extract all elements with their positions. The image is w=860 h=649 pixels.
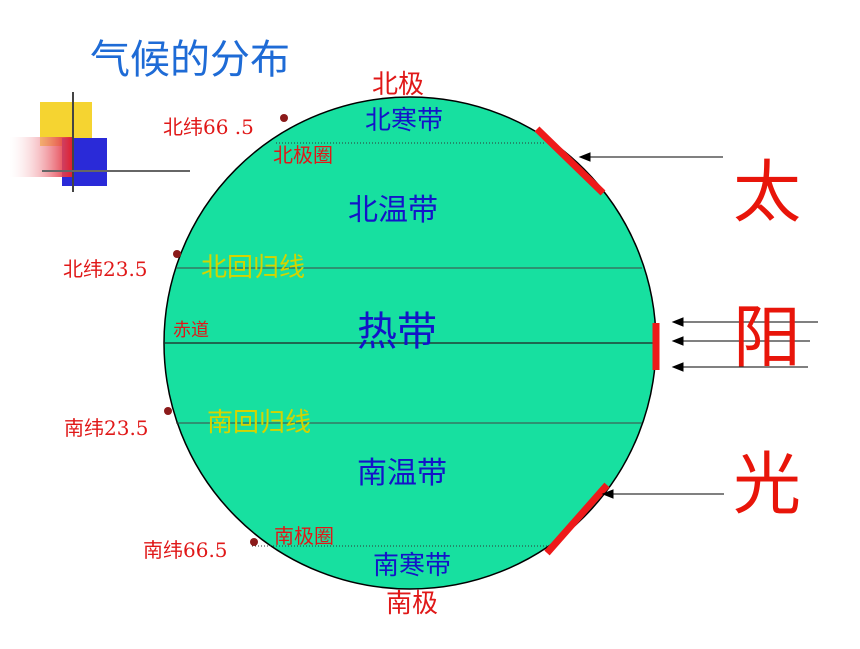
sun-char-1: 太 [733, 154, 802, 233]
south-temperate-zone-label: 南温带 [357, 456, 447, 491]
sun-rays [578, 152, 818, 499]
latitude-n665-label: 北纬66 .5 [163, 115, 254, 139]
dot-s235 [164, 407, 172, 415]
ray-south-head [601, 489, 614, 499]
dot-n665 [280, 114, 288, 122]
tropical-zone-label: 热带 [357, 309, 437, 355]
dot-s665 [250, 538, 258, 546]
sun-segment-north [534, 126, 606, 196]
equator-label: 赤道 [173, 320, 209, 341]
page-title: 气候的分布 [90, 37, 290, 83]
ray-north-head [578, 152, 591, 162]
antarctic-circle-label: 南极圈 [274, 524, 334, 548]
ray-eq-1-head [671, 317, 684, 327]
tropic-cancer-label: 北回归线 [201, 253, 306, 283]
sun-segment-south [544, 482, 610, 556]
north-pole-label: 北极 [372, 70, 425, 100]
ray-eq-3-head [671, 362, 684, 372]
latitude-n235-label: 北纬23.5 [63, 257, 148, 281]
dot-n235 [173, 250, 181, 258]
north-frigid-zone-label: 北寒带 [365, 106, 444, 136]
latitude-s235-label: 南纬23.5 [64, 416, 149, 440]
north-temperate-zone-label: 北温带 [348, 193, 438, 228]
south-frigid-zone-label: 南寒带 [373, 551, 452, 581]
sun-char-2: 阳 [733, 299, 802, 378]
ray-eq-2-head [671, 336, 684, 346]
tropic-capricorn-label: 南回归线 [207, 408, 312, 438]
sun-char-3: 光 [733, 446, 802, 525]
arctic-circle-label: 北极圈 [273, 143, 333, 167]
south-pole-label: 南极 [386, 589, 439, 619]
latitude-s665-label: 南纬66.5 [143, 538, 228, 562]
